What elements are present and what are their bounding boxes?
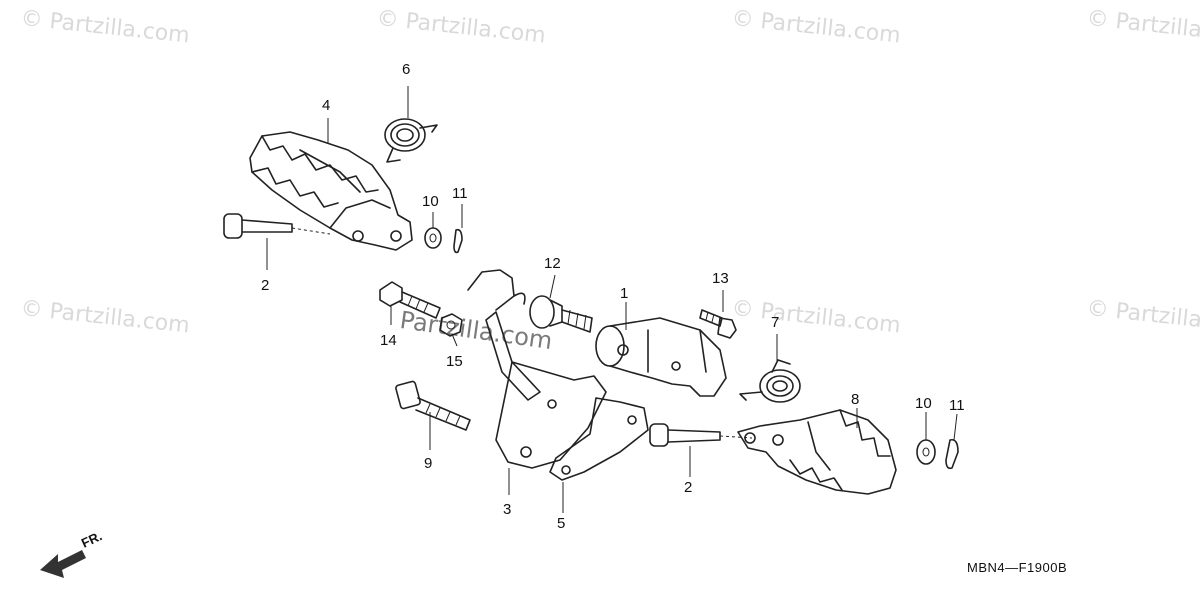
callout-11-upper: 11 xyxy=(452,185,468,202)
callout-6: 6 xyxy=(402,61,410,78)
holder-1-part xyxy=(595,317,727,397)
callout-5: 5 xyxy=(557,515,565,532)
callout-10-lower: 10 xyxy=(915,395,932,412)
bolt-9-part xyxy=(395,380,471,431)
diagram-code: MBN4—F1900B xyxy=(967,560,1068,575)
front-direction-label: FR. xyxy=(79,528,104,550)
callout-7: 7 xyxy=(771,314,779,331)
front-direction-arrow-icon: FR. xyxy=(40,528,104,578)
bracket-stay-part xyxy=(467,269,607,469)
callout-4: 4 xyxy=(322,97,330,114)
callout-3: 3 xyxy=(503,501,511,518)
bolt-13-part xyxy=(699,309,737,339)
callout-13: 13 xyxy=(712,270,729,287)
callout-8: 8 xyxy=(851,391,859,408)
callout-9: 9 xyxy=(424,455,432,472)
bolt-14-part xyxy=(379,281,441,319)
leader-lines xyxy=(266,86,958,513)
washer-lower-part xyxy=(916,439,936,465)
callout-10-upper: 10 xyxy=(422,193,439,210)
pin-upper-part xyxy=(223,213,331,239)
collar-bolt-12-part xyxy=(529,295,593,333)
callout-1: 1 xyxy=(620,285,628,302)
callout-15: 15 xyxy=(446,353,463,370)
callout-2-upper: 2 xyxy=(261,277,269,294)
washer-upper-part xyxy=(424,227,442,249)
plate-5-part xyxy=(549,397,649,481)
pin-lower-part xyxy=(649,423,753,447)
nut-15-part xyxy=(439,313,463,337)
cotter-pin-lower-part xyxy=(945,438,959,470)
callout-12: 12 xyxy=(544,255,561,272)
footpeg-left-part xyxy=(249,131,413,251)
cotter-pin-upper-part xyxy=(453,228,463,254)
callout-2-lower: 2 xyxy=(684,479,692,496)
spring-upper-part xyxy=(384,118,438,163)
callout-14: 14 xyxy=(380,332,397,349)
callout-11-lower: 11 xyxy=(949,397,965,414)
footpeg-right-part xyxy=(737,409,897,495)
spring-lower-part xyxy=(739,359,801,403)
